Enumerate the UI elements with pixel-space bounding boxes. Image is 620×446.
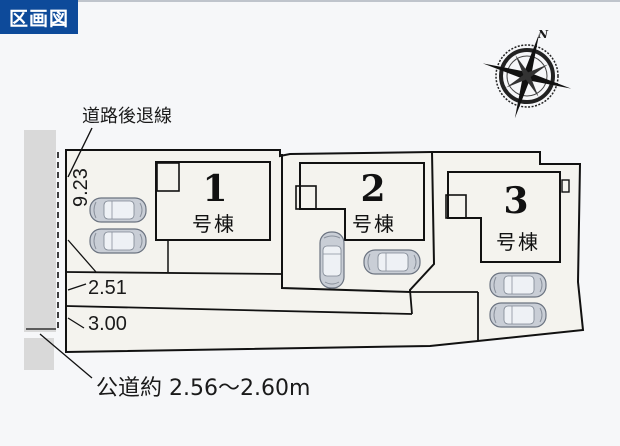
- public-road-label: 公道約 2.56～2.60m: [96, 376, 311, 401]
- building-1-footprint: [155, 161, 271, 241]
- badge-label: 区画図: [8, 7, 69, 30]
- building-3-number: 3: [503, 180, 529, 222]
- building-1-number: 1: [202, 168, 228, 210]
- building-2-label: 号棟: [352, 212, 396, 236]
- passage-2-dimension: 3.00: [88, 313, 127, 335]
- section-map-badge: 区画図: [0, 0, 78, 34]
- public-road-strip: [24, 130, 56, 332]
- compass-north-label: N: [538, 28, 549, 41]
- passage-1-dimension: 2.51: [88, 277, 127, 299]
- setback-line-label: 道路後退線: [82, 106, 172, 127]
- building-2-number: 2: [360, 168, 386, 210]
- header-rule: [78, 0, 620, 2]
- building-1-label: 号棟: [192, 212, 236, 236]
- frontage-dimension: 9.23: [70, 168, 92, 207]
- compass-rose-icon: [482, 33, 572, 119]
- building-3-label: 号棟: [496, 230, 540, 254]
